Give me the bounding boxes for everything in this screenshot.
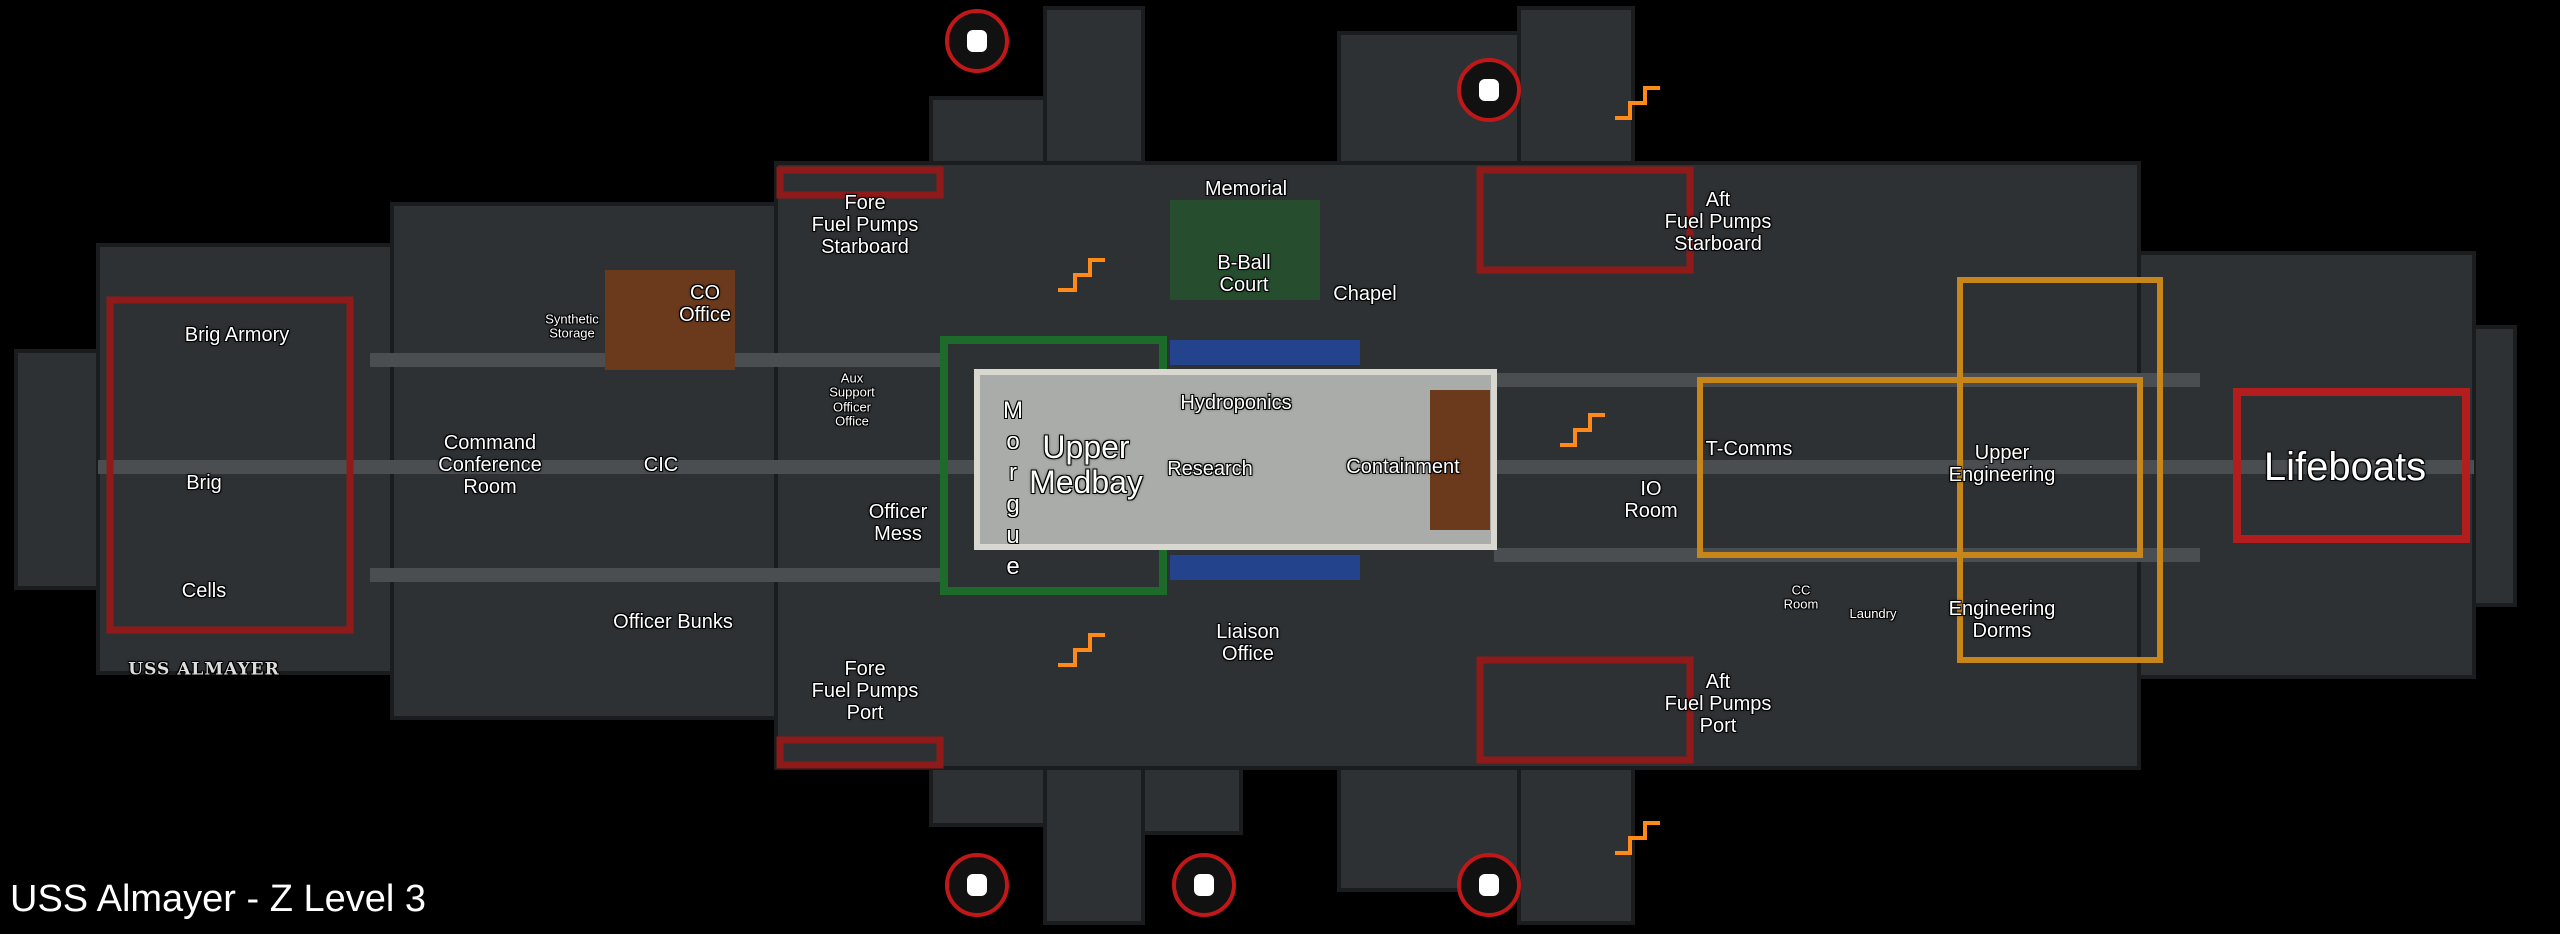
room-label-aft-fuel-port: Aft Fuel Pumps Port bbox=[1664, 671, 1772, 737]
room-label-bball-court: B-Ball Court bbox=[1217, 252, 1271, 296]
room-label-chapel: Chapel bbox=[1333, 283, 1397, 305]
room-label-lifeboats: Lifeboats bbox=[2263, 445, 2427, 489]
room-label-command-conference: Command Conference Room bbox=[438, 432, 542, 498]
room-label-cells: Cells bbox=[181, 580, 227, 602]
room-label-cc-room: CC Room bbox=[1783, 582, 1819, 612]
room-label-fore-fuel-port: Fore Fuel Pumps Port bbox=[811, 658, 919, 724]
room-label-laundry: Laundry bbox=[1849, 605, 1897, 621]
room-label-synthetic-storage: Synthetic Storage bbox=[545, 311, 599, 341]
room-label-upper-engineering: Upper Engineering bbox=[1948, 442, 2056, 486]
room-label-brig-armory: Brig Armory bbox=[184, 324, 290, 346]
room-label-aft-fuel-starboard: Aft Fuel Pumps Starboard bbox=[1664, 189, 1772, 255]
blue-corridor bbox=[1170, 340, 1360, 365]
red-walls bbox=[106, 166, 1694, 769]
room-label-containment: Containment bbox=[1346, 456, 1460, 478]
room-label-tcomms: T-Comms bbox=[1705, 438, 1793, 460]
containment-cell bbox=[1430, 390, 1490, 530]
co-office-floor bbox=[605, 270, 735, 370]
room-label-upper-medbay: Upper Medbay bbox=[1029, 428, 1143, 500]
morgue-letter: u bbox=[1006, 521, 1020, 549]
room-label-io-room: IO Room bbox=[1624, 478, 1678, 522]
room-label-co-office: CO Office bbox=[679, 282, 731, 326]
room-label-hydroponics: Hydroponics bbox=[1180, 392, 1292, 414]
escape-pod-glyphs bbox=[967, 30, 1499, 896]
room-label-research: Research bbox=[1167, 458, 1253, 480]
medbay-research-area bbox=[974, 369, 1497, 550]
morgue-letter: o bbox=[1006, 428, 1020, 456]
room-label-brig: Brig bbox=[186, 472, 222, 494]
ship-name-label: USS ALMAYER bbox=[128, 659, 280, 680]
morgue-letter: g bbox=[1006, 490, 1020, 518]
room-label-cic: CIC bbox=[643, 454, 679, 476]
room-label-officer-bunks: Officer Bunks bbox=[613, 611, 733, 633]
morgue-letter: M bbox=[1003, 397, 1023, 424]
lifeboats-outline bbox=[2233, 388, 2470, 543]
morgue-letter: r bbox=[1009, 459, 1017, 487]
morgue-letter: e bbox=[1006, 552, 1020, 580]
room-label-engineering-dorms: Engineering Dorms bbox=[1948, 598, 2056, 642]
room-label-aux-support: Aux Support Officer Office bbox=[829, 370, 875, 429]
room-label-morgue: M o r g u e bbox=[1003, 395, 1023, 582]
room-label-officer-mess: Officer Mess bbox=[868, 501, 928, 545]
map-title: USS Almayer - Z Level 3 bbox=[10, 878, 427, 920]
room-label-memorial: Memorial bbox=[1204, 178, 1288, 200]
room-label-liaison-office: Liaison Office bbox=[1216, 621, 1280, 665]
engineering-walls bbox=[1697, 277, 2163, 663]
room-label-fore-fuel-starboard: Fore Fuel Pumps Starboard bbox=[811, 192, 919, 258]
blue-corridor bbox=[1170, 555, 1360, 580]
stairs-icons bbox=[1058, 86, 1660, 855]
bball-court-floor bbox=[1170, 200, 1320, 300]
